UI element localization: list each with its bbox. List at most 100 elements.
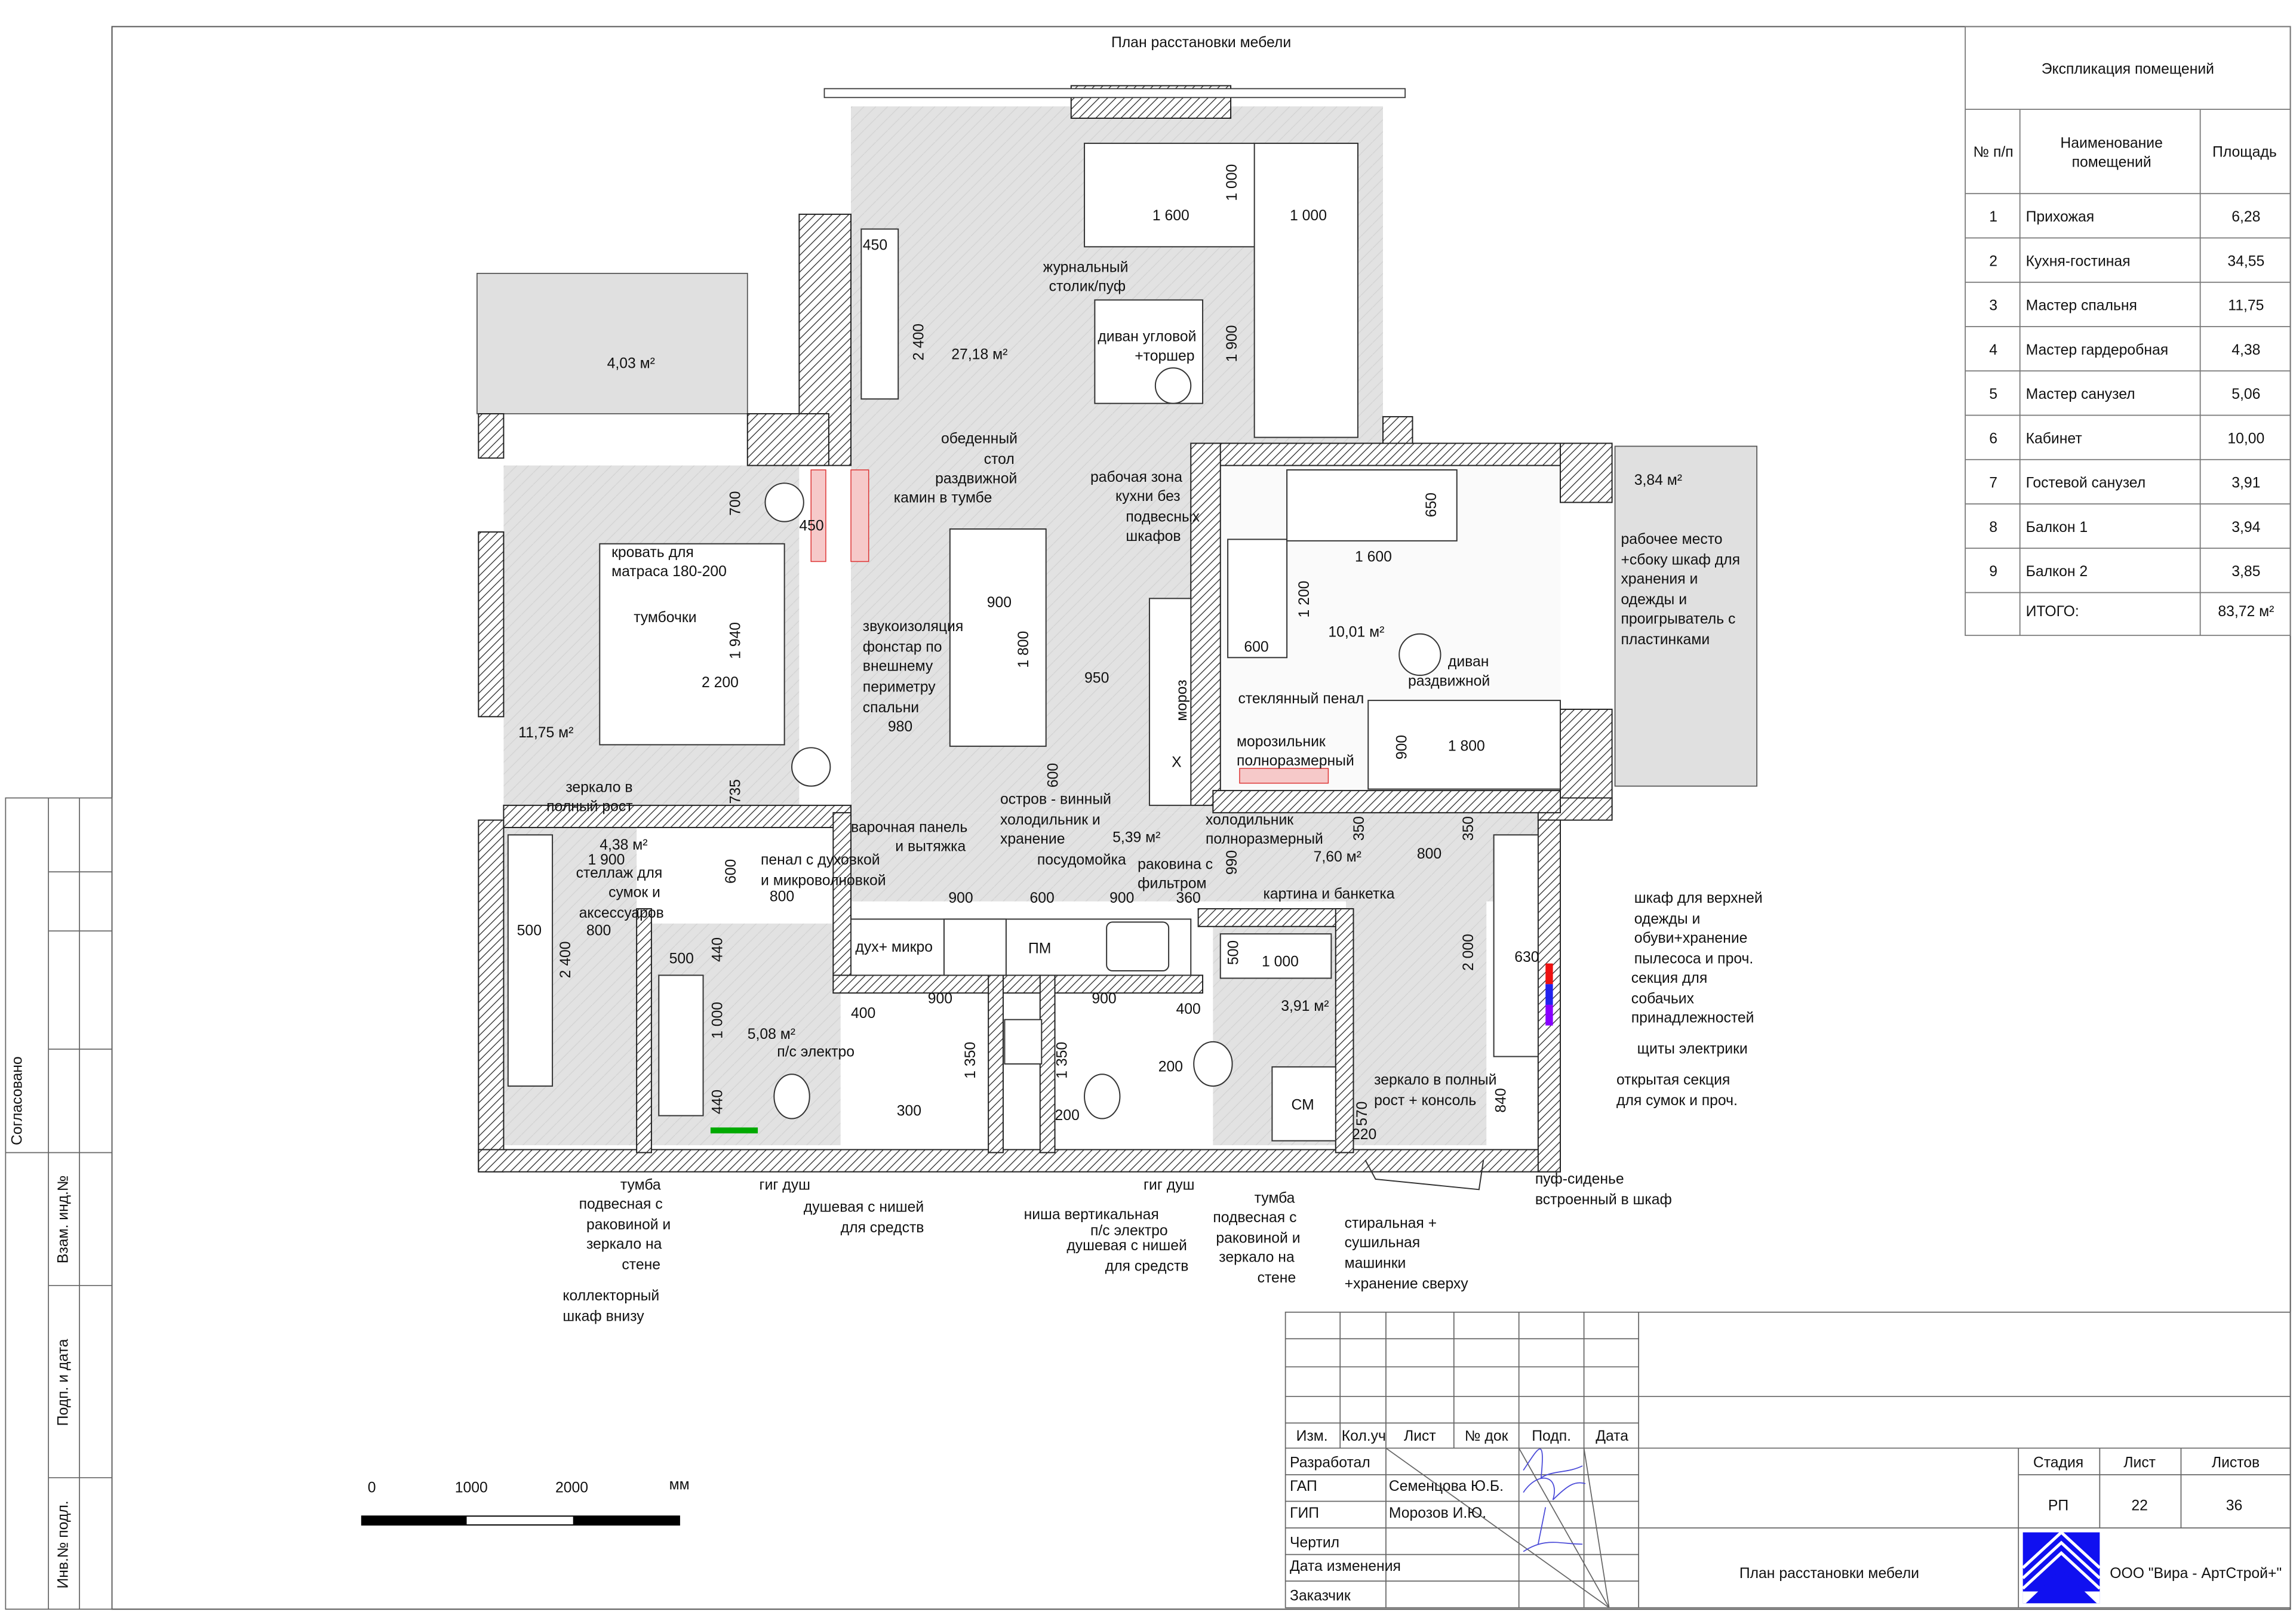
- annotation-text: журнальный: [1043, 259, 1129, 275]
- annotation-text: тумба: [1255, 1191, 1295, 1207]
- tv-unit: [860, 228, 899, 400]
- room-area-label: 3,91 м²: [1281, 998, 1329, 1014]
- side-stamp-label: Взам. инд.№: [55, 1175, 71, 1263]
- dimension-label: 900: [987, 595, 1012, 611]
- annotation-text: встроенный в шкаф: [1535, 1192, 1672, 1208]
- annotation-text: подвесных: [1126, 509, 1200, 525]
- annotation-text: проигрыватель с: [1621, 611, 1735, 627]
- annotation-text: для средств: [841, 1220, 924, 1236]
- annotation-text: пластинками: [1621, 632, 1710, 648]
- toilet: [773, 1074, 810, 1119]
- annotation-text: полноразмерный: [1237, 753, 1354, 769]
- annotation-text: холодильник и: [1000, 812, 1101, 828]
- dimension-label: 980: [888, 719, 912, 735]
- table-cell-area: 34,55: [2227, 253, 2264, 269]
- annotation-text: морозильник: [1237, 734, 1326, 750]
- dimension-label: 2 000: [1461, 934, 1477, 971]
- room-area-label: 5,39 м²: [1112, 830, 1160, 846]
- title-block: [1284, 1311, 2291, 1608]
- scale-tick-label: 1000: [455, 1480, 488, 1496]
- dimension-label: 450: [799, 518, 823, 534]
- stage-label: Стадия: [2033, 1455, 2083, 1471]
- annotation-text: п/с электро: [1090, 1223, 1168, 1239]
- dimension-label: 1 600: [1152, 208, 1189, 224]
- dimension-label: 1 900: [1224, 325, 1240, 362]
- dimension-label: 440: [710, 937, 726, 962]
- annotation-text: рабочее место: [1621, 531, 1722, 548]
- annotation-text: раковиной и: [1216, 1230, 1300, 1246]
- drawing-title: План расстановки мебели: [1111, 35, 1291, 51]
- annotation-text: щиты электрики: [1637, 1041, 1748, 1057]
- title-block-role: Дата изменения: [1290, 1558, 1401, 1574]
- annotation-text: обуви+хранение: [1634, 930, 1748, 946]
- floor-lamp: [1154, 367, 1192, 404]
- dimension-label: 990: [1224, 850, 1240, 875]
- company-name: ООО "Вира - АртСтрой+": [2110, 1565, 2282, 1582]
- tall-cabinets: [1148, 598, 1192, 806]
- dimension-label: 1 900: [588, 852, 625, 868]
- table-cell-name: Кабинет: [2026, 430, 2082, 447]
- bathtub: [658, 974, 704, 1116]
- annotation-text: ниша вертикальная: [1024, 1207, 1159, 1223]
- signatures: [1523, 1448, 1586, 1552]
- window-top: [823, 88, 1406, 99]
- annotation-text: гиг душ: [1144, 1177, 1194, 1193]
- room-area-label: 11,75 м²: [518, 725, 573, 741]
- annotation-text: спальни: [863, 700, 919, 716]
- annotation-text: стол: [984, 451, 1015, 467]
- walls: [478, 85, 1613, 1173]
- fireplace-right: [850, 469, 869, 562]
- sofa-bed: [1367, 700, 1561, 790]
- desk: [1227, 539, 1288, 659]
- table-cell-num: 3: [1989, 298, 1997, 314]
- annotation-text: холодильник: [1206, 812, 1293, 828]
- dimension-label: 1 200: [1296, 581, 1313, 618]
- table-cell-area: 11,75: [2228, 298, 2264, 314]
- title-block-role: Заказчик: [1290, 1588, 1351, 1604]
- annotation-text: остров - винный: [1000, 791, 1111, 807]
- dimension-label: 600: [1244, 639, 1268, 655]
- annotation-text: одежды и: [1634, 911, 1701, 927]
- annotation-text: стене: [1258, 1270, 1296, 1286]
- washing-machine: [1271, 1066, 1336, 1142]
- annotation-text: +хранение сверху: [1345, 1276, 1469, 1292]
- annotation-text: подвесная с: [1213, 1210, 1296, 1226]
- dishwasher-label: ПМ: [1028, 940, 1051, 956]
- scale-bar: [361, 1515, 680, 1526]
- col-header-area: Площадь: [2212, 144, 2277, 160]
- annotation-text: фонстар по: [863, 639, 942, 655]
- dimension-label: 500: [517, 923, 542, 939]
- annotation-text: зеркало в: [565, 780, 632, 796]
- dimension-label: 1 000: [1290, 208, 1327, 224]
- table-cell-name: Балкон 2: [2026, 564, 2088, 580]
- dimension-label: 300: [897, 1103, 921, 1119]
- table-cell-name: Мастер санузел: [2026, 386, 2135, 402]
- annotation-text: диван: [1448, 654, 1489, 670]
- title-block-column-header: Подп.: [1532, 1428, 1571, 1444]
- title-block-role: ГИП: [1290, 1505, 1319, 1521]
- annotation-text: коллекторный: [563, 1288, 659, 1304]
- annotation-text: пуф-сиденье: [1535, 1171, 1624, 1187]
- sofa-corner: [1253, 143, 1358, 438]
- table-cell-name: Мастер гардеробная: [2026, 342, 2169, 358]
- desk-top: [1286, 469, 1458, 542]
- title-block-column-header: Кол.уч: [1342, 1428, 1386, 1444]
- dimension-label: 1 350: [1054, 1042, 1070, 1079]
- nightstand: [764, 482, 804, 522]
- scale-tick-label: 2000: [555, 1480, 588, 1496]
- table-cell-name: Гостевой санузел: [2026, 475, 2146, 491]
- annotation-text: хранение: [1000, 831, 1065, 847]
- annotation-text: душевая с нишей: [804, 1199, 924, 1215]
- stage-value: РП: [2048, 1497, 2068, 1514]
- dimension-label: 360: [1176, 890, 1200, 906]
- annotation-text: камин в тумбе: [894, 490, 992, 506]
- x-label: Х: [1172, 754, 1182, 770]
- total-value: 83,72 м²: [2218, 604, 2274, 620]
- dimension-label: 1 350: [963, 1042, 979, 1079]
- scale-unit-label: мм: [669, 1477, 690, 1493]
- nightstand: [791, 747, 831, 787]
- annotation-text: внешнему: [863, 659, 933, 675]
- annotation-text: одежды и: [1621, 592, 1687, 608]
- sheets-value: 36: [2226, 1497, 2243, 1514]
